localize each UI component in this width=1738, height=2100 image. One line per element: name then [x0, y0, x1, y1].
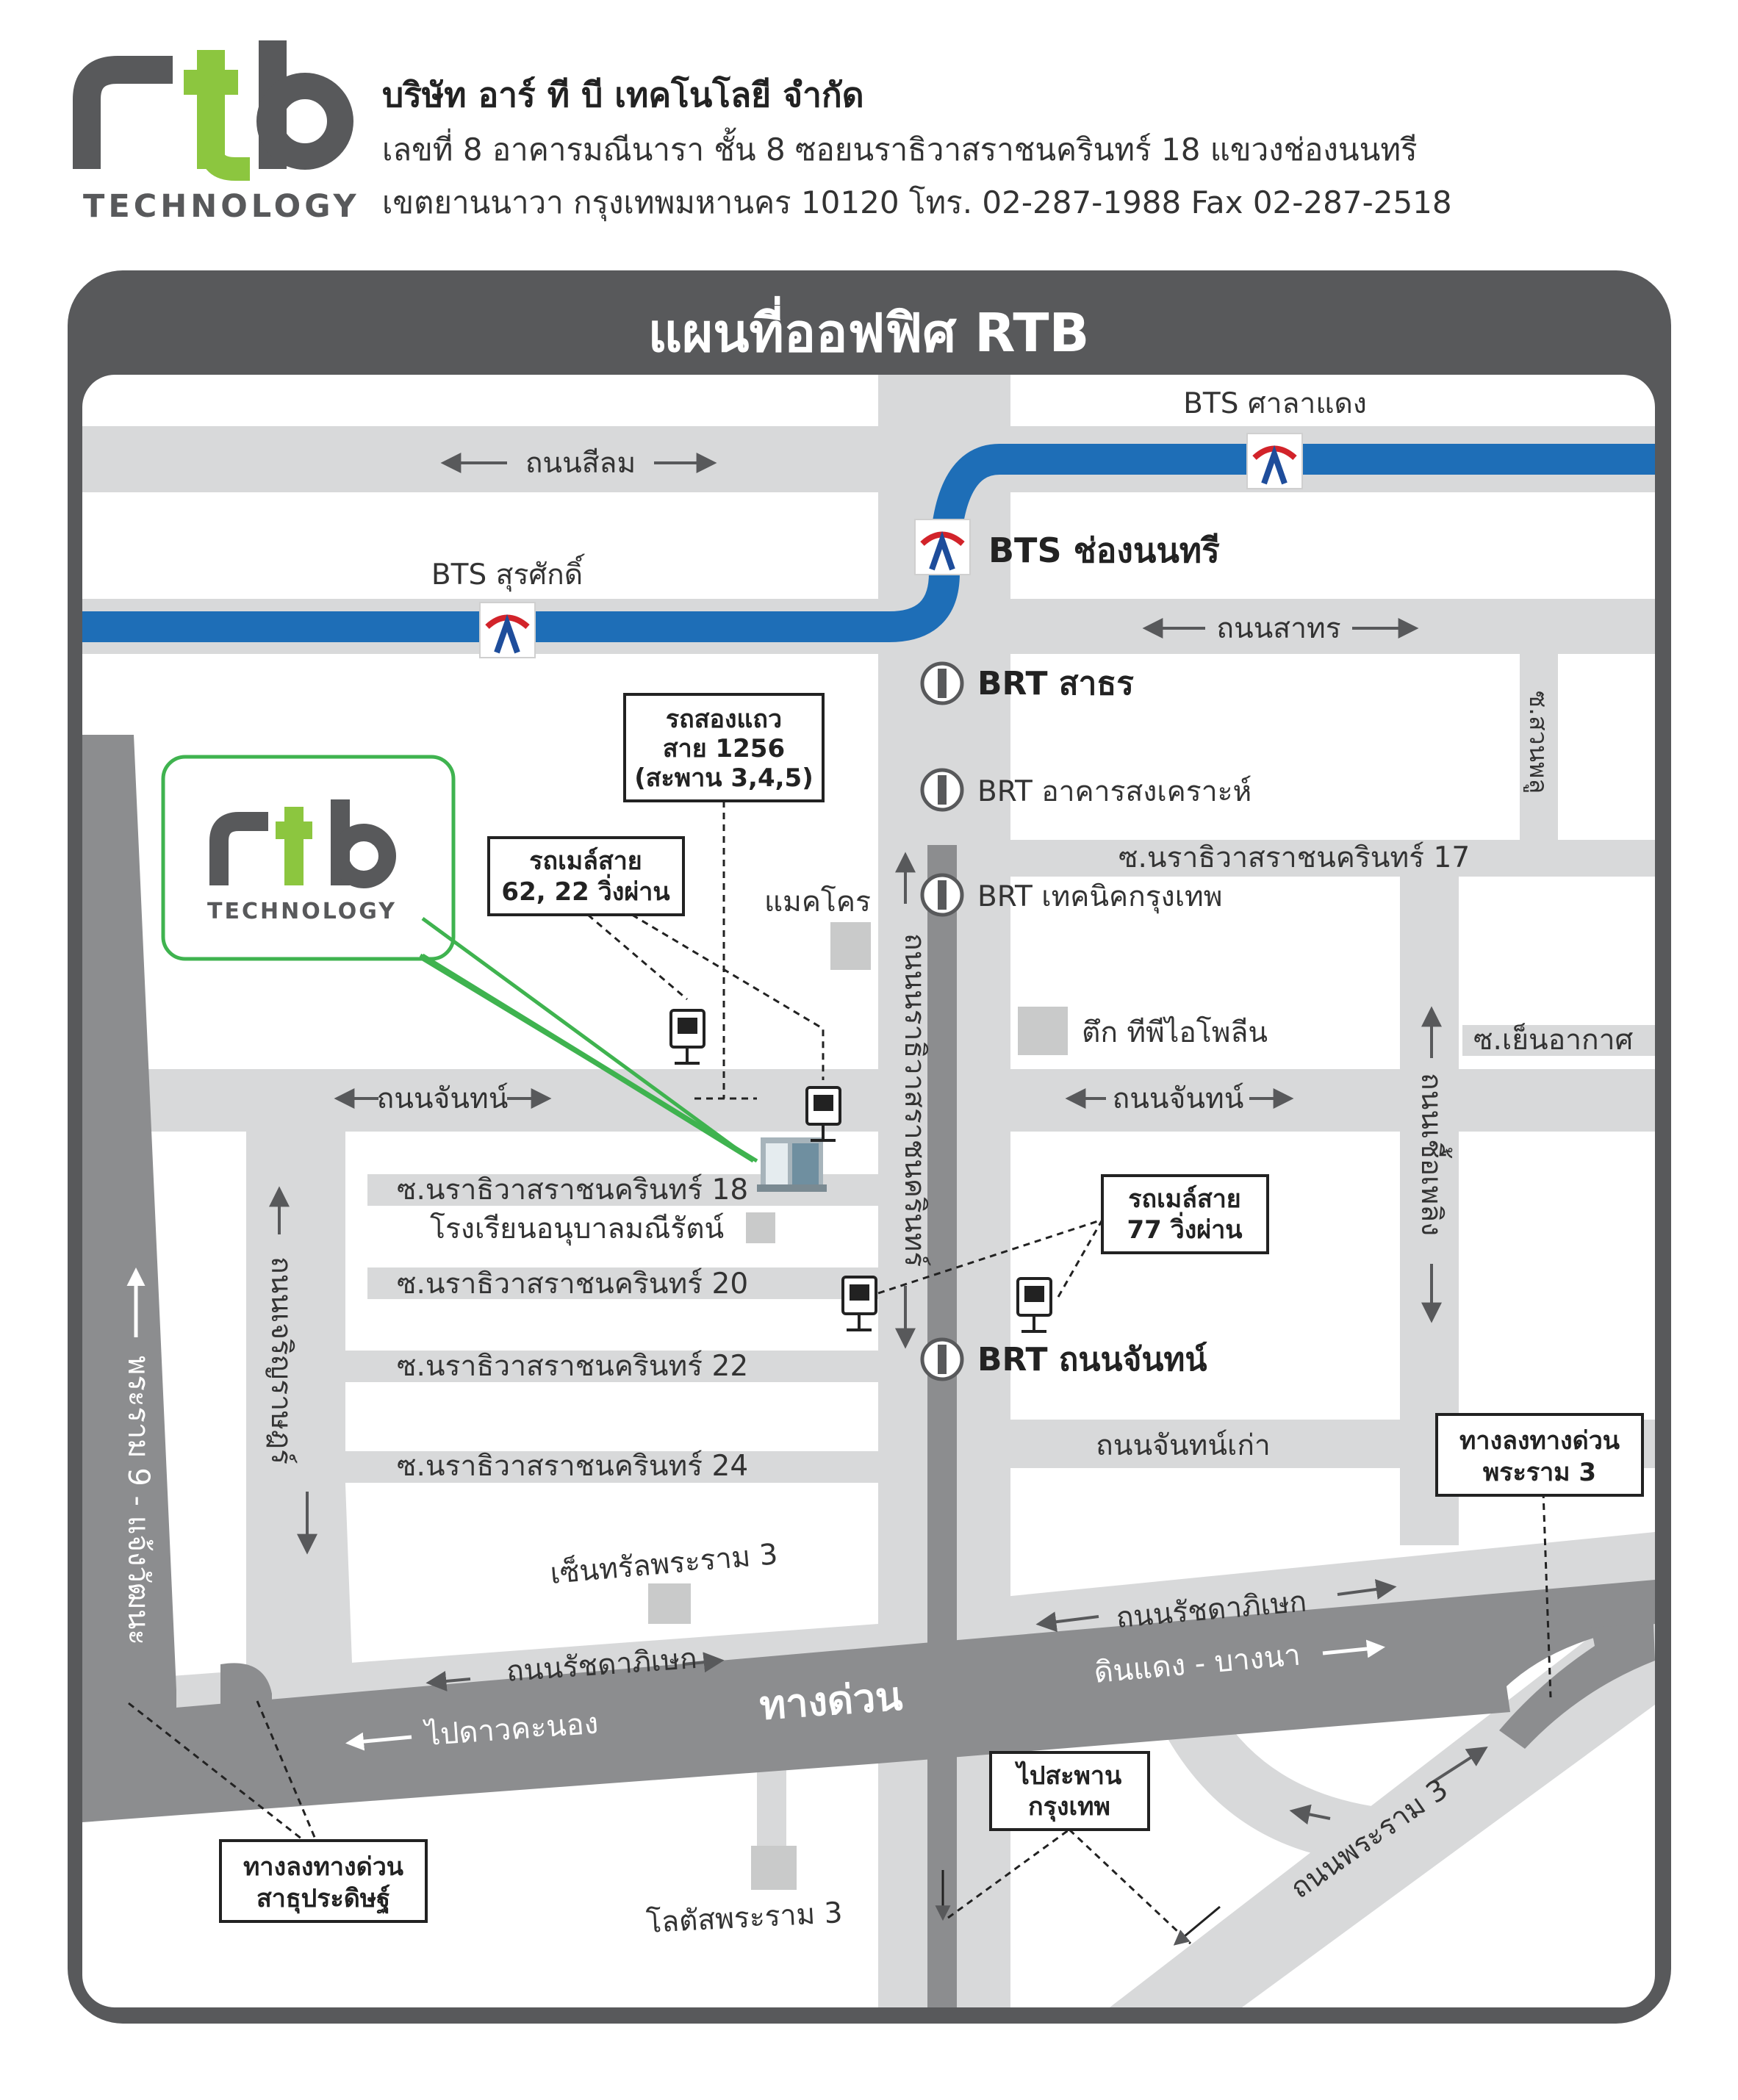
label-chan-old: ถนนจันทน์เก่า	[1096, 1429, 1271, 1462]
bus-stop-icon	[841, 1276, 877, 1331]
label-chan-left: ถนนจันทน์	[377, 1082, 509, 1115]
svg-text:สาธุประดิษฐ์: สาธุประดิษฐ์	[256, 1884, 390, 1915]
road-suan-phlu	[1520, 654, 1558, 841]
label-soi24: ซ.นราธิวาสราชนครินทร์ 24	[397, 1450, 748, 1483]
label-bts-chong-nonsi: BTS ช่องนนทรี	[988, 531, 1220, 570]
label-brt-sathorn: BRT สาธร	[977, 665, 1134, 702]
label-bts-surasak: BTS สุรศักดิ์	[431, 553, 585, 592]
bts-surasak-icon	[479, 602, 536, 658]
map-title: แผนที่ออฟฟิศ RTB	[648, 295, 1090, 364]
label-school: โรงเรียนอนุบาลมณีรัตน์	[430, 1212, 724, 1246]
svg-text:กรุงเทพ: กรุงเทพ	[1028, 1792, 1110, 1822]
road-soi20	[367, 1267, 882, 1299]
label-chan-right: ถนนจันทน์	[1113, 1082, 1244, 1115]
svg-text:รถเมล์สาย: รถเมล์สาย	[1128, 1184, 1240, 1214]
label-sathorn: ถนนสาทร	[1216, 612, 1340, 645]
box-bus-62: รถเมล์สาย 62, 22 วิ่งผ่าน	[487, 836, 685, 916]
building-central	[648, 1583, 691, 1624]
label-expressway: ทางด่วน	[758, 1673, 905, 1729]
road-rama9	[82, 735, 176, 1719]
label-brt-technic: BRT เทคนิคกรุงเทพ	[977, 880, 1222, 914]
svg-text:77 วิ่งผ่าน: 77 วิ่งผ่าน	[1127, 1212, 1242, 1245]
svg-text:สาย 1256: สาย 1256	[663, 734, 785, 763]
road-soi22	[309, 1351, 882, 1382]
leader-lines	[128, 801, 1552, 1945]
road-chan	[82, 1025, 1655, 1132]
label-tpi: ตึก ทีพีไอโพลีน	[1082, 1016, 1268, 1049]
address-line-1: เลขที่ 8 อาคารมณีนารา ชั้น 8 ซอยนราธิวาส…	[382, 127, 1418, 168]
road-soi24	[309, 1451, 882, 1483]
svg-text:ทางลงทางด่วน: ทางลงทางด่วน	[1459, 1426, 1620, 1456]
label-chuea-phloeng: ถนนเชื้อเพลิง	[1415, 1073, 1453, 1236]
svg-text:62, 22 วิ่งผ่าน: 62, 22 วิ่งผ่าน	[501, 874, 669, 907]
expressway	[82, 1580, 1655, 1822]
callout-logo: TECHNOLOGY	[207, 799, 397, 924]
label-soi17: ซ.นราธิวาสราชนครินทร์ 17	[1118, 841, 1470, 874]
rtb-callout	[161, 755, 456, 961]
label-suan-phlu: ซ.สวนพลู	[1523, 691, 1553, 794]
bts-sala-daeng-icon	[1246, 433, 1303, 489]
callout-logo-sub: TECHNOLOGY	[207, 899, 397, 924]
building-tpi	[1018, 1007, 1068, 1055]
label-narathiwat: ถนนนราธิวาสราชนครินทร์	[898, 933, 931, 1267]
road-soi-yen	[1462, 1025, 1655, 1056]
svg-text:รถสองแถว: รถสองแถว	[666, 705, 782, 734]
label-soi-yen: ซ.เย็นอากาศ	[1473, 1022, 1634, 1057]
label-makro: แมคโคร	[764, 885, 871, 918]
narathiwat-median	[927, 845, 957, 2007]
svg-text:พระราม 3: พระราม 3	[1483, 1458, 1596, 1487]
address-line-2: เขตยานนาวา กรุงเทพมหานคร 10120 โทร. 02-2…	[382, 184, 1452, 222]
label-soi18: ซ.นราธิวาสราชนครินทร์ 18	[397, 1173, 748, 1207]
bus-stop-icon	[1016, 1277, 1052, 1333]
label-silom: ถนนสีลม	[525, 447, 636, 480]
label-rama9: พระราม 9 - แจ้งวัฒนะ	[121, 1356, 155, 1645]
svg-text:ไปสะพาน: ไปสะพาน	[1015, 1761, 1121, 1791]
box-to-bridge: ไปสะพาน กรุงเทพ	[989, 1751, 1150, 1831]
building-school	[746, 1212, 775, 1243]
rtb-office-building-icon	[757, 1137, 827, 1192]
brt-technic-icon	[920, 873, 964, 917]
box-bus-77: รถเมล์สาย 77 วิ่งผ่าน	[1101, 1174, 1269, 1254]
brt-sathorn-icon	[920, 661, 964, 705]
brt-songkhro-icon	[920, 768, 964, 812]
road-rama3	[1110, 1587, 1655, 2007]
building-lotus	[751, 1846, 797, 1890]
label-charoenrat: ถนนเจริญราษฎร์	[265, 1256, 298, 1464]
label-brt-songkhro: BRT อาคารสงเคราะห์	[977, 775, 1252, 808]
company-name: บริษัท อาร์ ที บี เทคโนโลยี จำกัด	[382, 75, 864, 115]
header-logo: TECHNOLOGY	[73, 40, 360, 225]
brt-chan-icon	[920, 1337, 964, 1381]
building-makro	[830, 922, 871, 970]
box-exit-sathu: ทางลงทางด่วน สาธุประดิษฐ์	[219, 1839, 428, 1923]
label-soi20: ซ.นราธิวาสราชนครินทร์ 20	[397, 1267, 748, 1301]
label-brt-chan: BRT ถนนจันทน์	[977, 1341, 1207, 1378]
box-songthaew: รถสองแถว สาย 1256 (สะพาน 3,4,5)	[623, 693, 825, 802]
label-soi22: ซ.นราธิวาสราชนครินทร์ 22	[397, 1350, 748, 1383]
bus-stop-icon	[669, 1009, 705, 1065]
svg-text:รถเมล์สาย: รถเมล์สาย	[529, 846, 642, 876]
svg-text:ทางลงทางด่วน: ทางลงทางด่วน	[243, 1852, 403, 1882]
box-exit-rama3: ทางลงทางด่วน พระราม 3	[1435, 1413, 1644, 1497]
bus-stop-icon	[805, 1086, 841, 1142]
header-logo-sub: TECHNOLOGY	[83, 188, 360, 225]
svg-text:(สะพาน 3,4,5): (สะพาน 3,4,5)	[634, 763, 813, 793]
bts-chong-nonsi-icon	[914, 519, 971, 575]
label-bts-sala-daeng: BTS ศาลาแดง	[1183, 387, 1367, 420]
